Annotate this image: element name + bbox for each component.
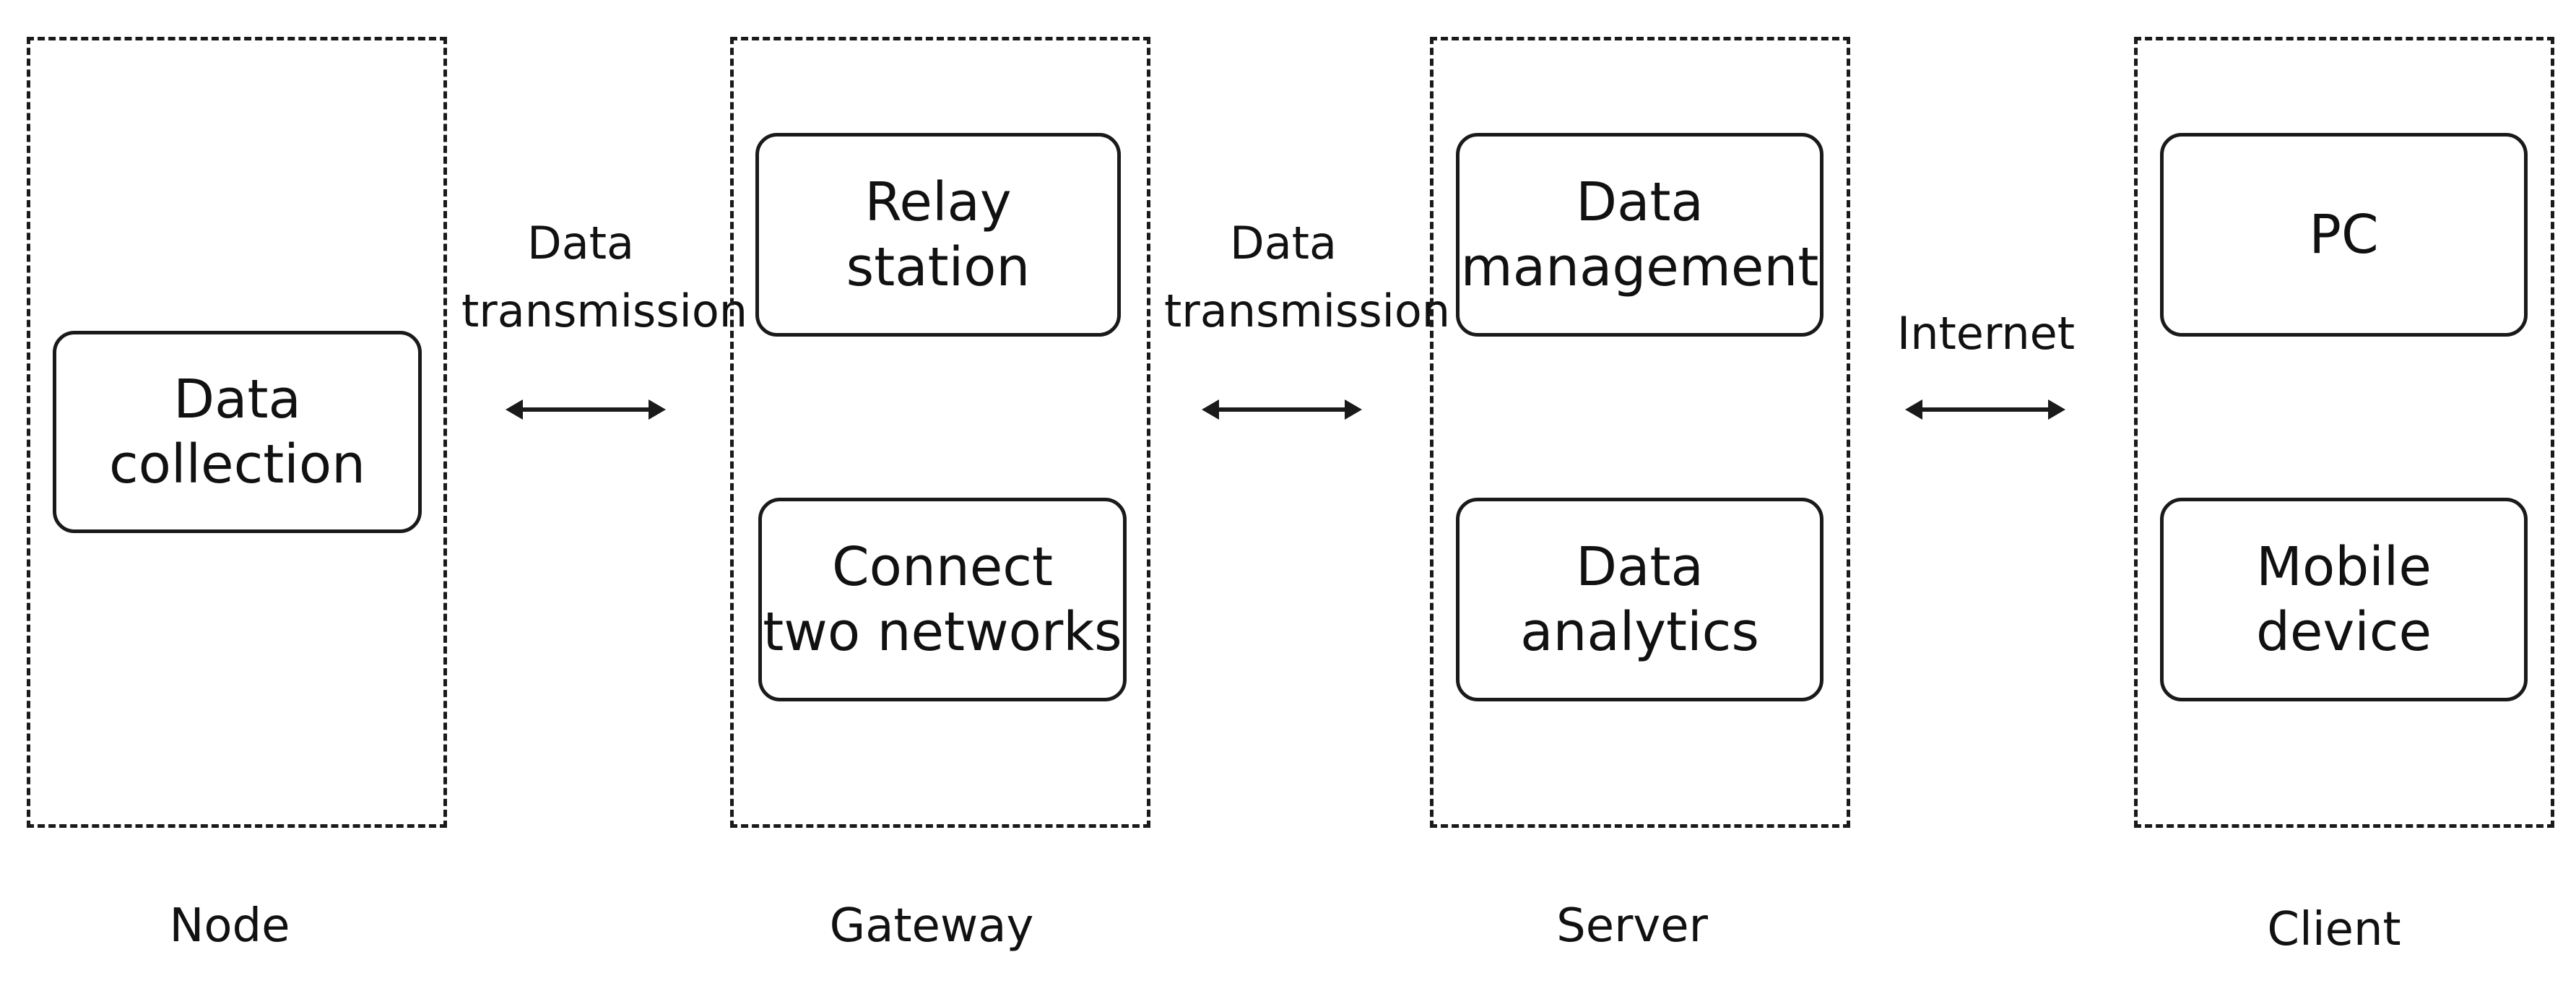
node-label: Node: [169, 899, 290, 953]
server-group: [1430, 37, 1850, 828]
client-group: [2134, 37, 2554, 828]
mobile-device-box: Mobile device: [2160, 498, 2528, 701]
connection-label-server-client: Internet: [1867, 300, 2105, 368]
box-line: Data: [1576, 535, 1704, 598]
connection-label-line: transmission: [461, 285, 748, 338]
box-line: analytics: [1520, 601, 1759, 663]
double-arrow-icon: [1905, 395, 2065, 424]
box-line: station: [846, 236, 1031, 298]
data-management-box: Data management: [1456, 133, 1823, 337]
pc-box: PC: [2160, 133, 2528, 337]
box-line: Data: [173, 368, 301, 431]
box-line: two networks: [763, 601, 1122, 663]
box-line: Mobile: [2256, 535, 2432, 598]
node-group: [27, 37, 447, 828]
connection-label-node-gateway: Data transmission: [461, 209, 748, 345]
box-line: collection: [108, 433, 366, 496]
box-line: device: [2255, 601, 2432, 663]
box-line: Data: [1576, 170, 1704, 233]
double-arrow-icon: [1202, 395, 1362, 424]
client-label: Client: [2267, 903, 2401, 956]
connect-two-networks-box: Connect two networks: [758, 498, 1127, 701]
connection-label-gateway-server: Data transmission: [1164, 209, 1451, 345]
box-line: management: [1460, 236, 1819, 298]
connection-label-line: Internet: [1896, 307, 2076, 360]
box-line: PC: [2309, 203, 2379, 266]
double-arrow-icon: [506, 395, 666, 424]
connection-label-line: transmission: [1164, 285, 1451, 338]
box-line: Relay: [864, 170, 1012, 233]
data-analytics-box: Data analytics: [1456, 498, 1823, 701]
box-line: Connect: [832, 535, 1053, 598]
relay-station-box: Relay station: [755, 133, 1121, 337]
connection-label-line: Data: [526, 217, 635, 269]
connection-label-line: Data: [1229, 217, 1337, 269]
data-collection-box: Data collection: [53, 331, 422, 533]
server-label: Server: [1556, 899, 1708, 953]
gateway-group: [730, 37, 1150, 828]
gateway-label: Gateway: [829, 899, 1034, 953]
